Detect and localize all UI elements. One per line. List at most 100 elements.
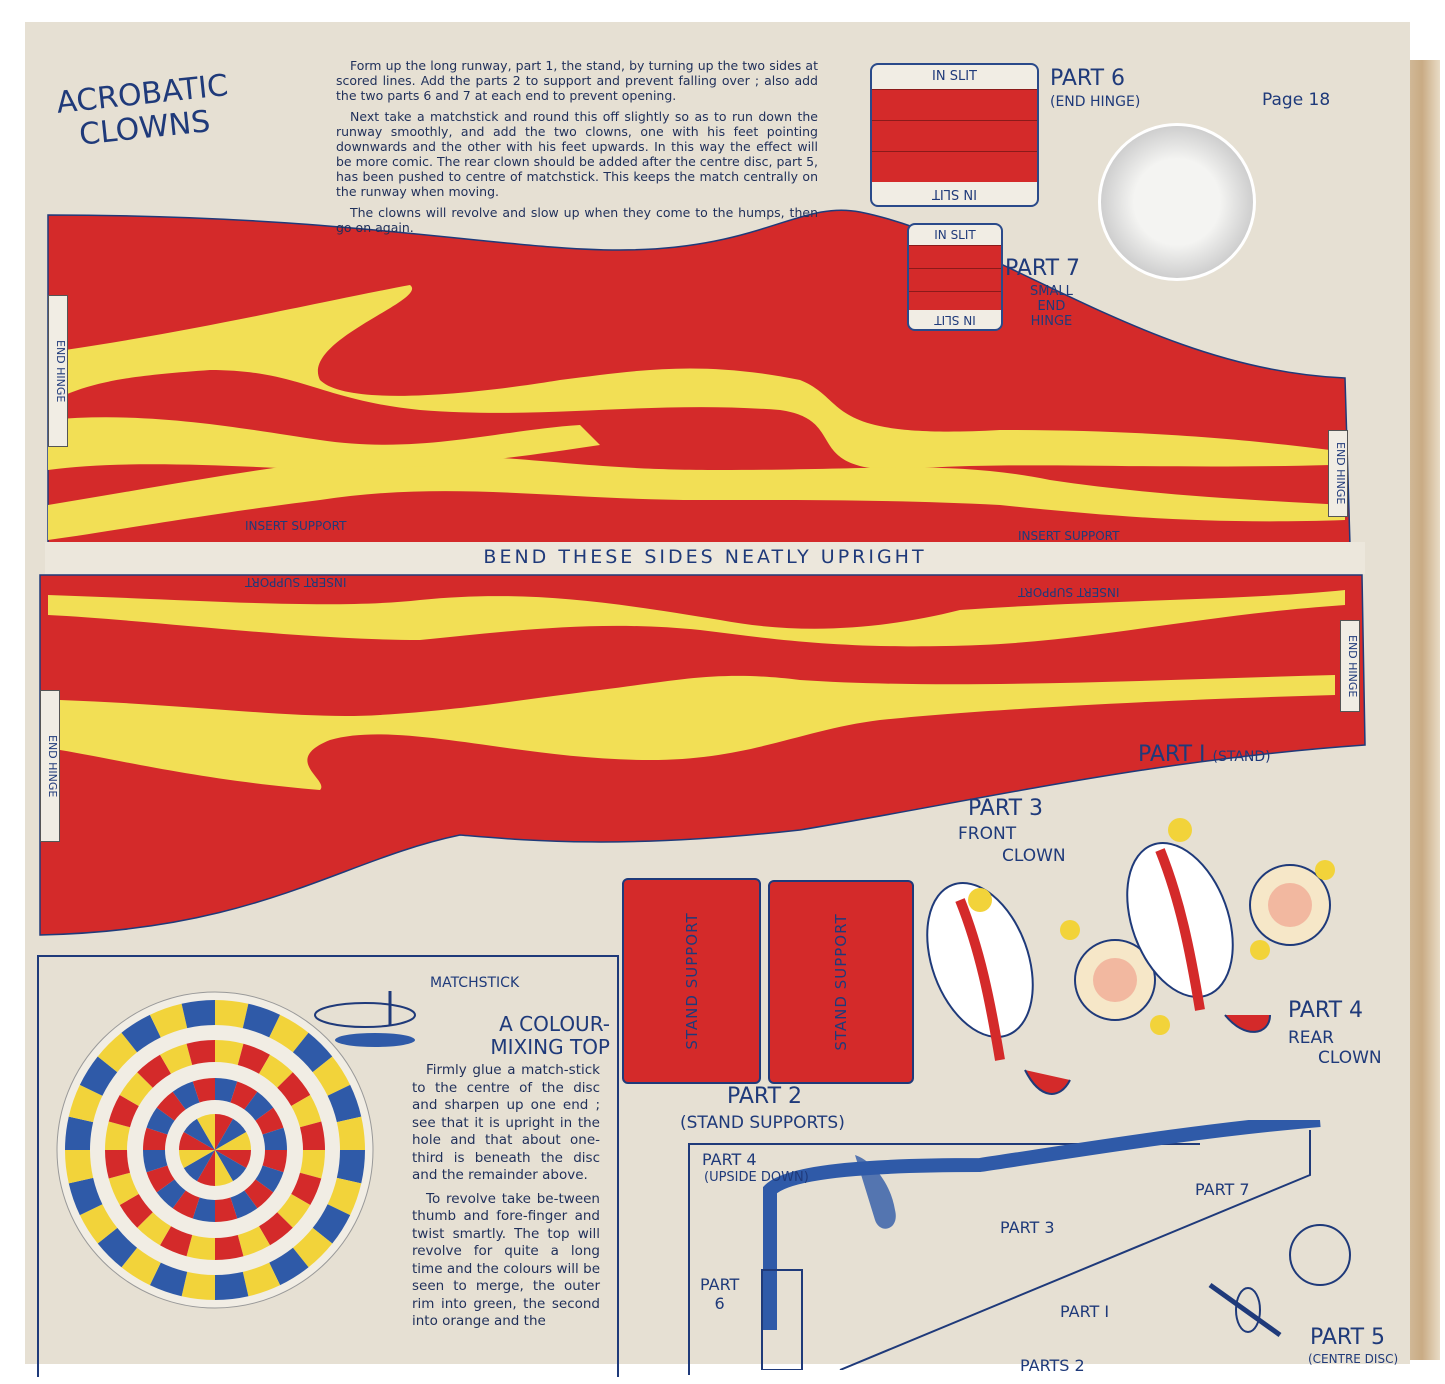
disc-segment — [105, 1121, 130, 1150]
disc-segment — [105, 1150, 130, 1179]
disc-segment — [277, 1194, 311, 1228]
slit-label: IN SLIT — [932, 69, 977, 84]
disc-segment — [119, 1072, 153, 1106]
part6-end-hinge: IN SLIT IN SLIT — [870, 63, 1039, 207]
disc-segment — [146, 1165, 175, 1193]
die-cut-hole — [1098, 123, 1256, 281]
top-instructions: Firmly glue a match-stick to the centre … — [412, 1062, 600, 1337]
part1-label: PART I — [1138, 742, 1206, 767]
disc-segment — [244, 1179, 274, 1209]
diagram-label-part4-sub: (UPSIDE DOWN) — [704, 1170, 809, 1185]
disc-segment — [149, 1262, 188, 1297]
part7-sub-line: END — [1037, 299, 1066, 314]
end-hinge-tab: END HINGE — [1340, 620, 1360, 712]
disc-segment — [215, 1197, 238, 1222]
diagram-label-part4: PART 4 — [702, 1150, 757, 1169]
diagram-label-part7: PART 7 — [1195, 1180, 1250, 1199]
disc-segment — [68, 1084, 103, 1123]
disc-segment — [143, 1127, 168, 1150]
yellow-stripe — [48, 454, 1345, 540]
disc-segment — [143, 1150, 168, 1173]
stand-support-label: STAND SUPPORT — [832, 913, 850, 1051]
yellow-stripe — [65, 285, 1330, 470]
disc-segment — [230, 1190, 258, 1219]
disc-segment — [300, 1121, 325, 1150]
part3-title: PART 3 — [968, 796, 1044, 821]
stand-support-piece: STAND SUPPORT — [622, 878, 761, 1084]
instructions: Form up the long runway, part 1, the sta… — [336, 58, 818, 241]
disc-segment — [312, 1204, 351, 1244]
part2-title: PART 2 — [727, 1084, 803, 1109]
insert-support-label: INSERT SUPPORT — [1018, 529, 1120, 543]
red-band — [909, 245, 1001, 268]
disc-segment — [179, 1132, 215, 1150]
part3-sub: FRONT — [958, 824, 1017, 844]
disc-segment — [137, 1054, 171, 1088]
page-number: Page 18 — [1262, 90, 1331, 110]
disc-segment — [215, 1040, 244, 1065]
insert-support-label: INSERT SUPPORT — [245, 519, 347, 533]
disc-segment — [269, 1247, 309, 1286]
disc-segment — [119, 1194, 153, 1228]
diagram-label-part6: PART 6 — [700, 1275, 739, 1313]
disc-segment — [292, 1227, 333, 1268]
disc-segment — [192, 1197, 215, 1222]
assembly-diagram-frame — [688, 1143, 1200, 1375]
disc-segment — [269, 1014, 309, 1053]
disc-segment — [156, 1179, 186, 1209]
disc-segment — [291, 1172, 322, 1205]
disc-segment — [292, 1032, 333, 1073]
disc-segment — [186, 1235, 215, 1260]
disc-segment — [160, 1226, 193, 1257]
disc-segment — [237, 1043, 270, 1074]
disc-segment — [172, 1081, 200, 1110]
disc-segment — [300, 1150, 325, 1179]
disc-segment — [146, 1107, 175, 1135]
red-band — [872, 120, 1037, 151]
runway-sketch — [763, 1120, 1321, 1330]
disc-segment — [179, 1150, 215, 1168]
diagram-label-part5-sub: (CENTRE DISC) — [1308, 1352, 1399, 1366]
disc-segment — [242, 1262, 281, 1297]
yellow-stripe — [48, 590, 1345, 647]
disc-segment — [172, 1190, 200, 1219]
yellow-flame-stripes — [48, 285, 1345, 790]
disc-segment — [121, 1014, 161, 1053]
stand-support-label: STAND SUPPORT — [682, 912, 701, 1050]
diagram-label-part1: PART I — [1060, 1302, 1110, 1321]
disc-segment — [327, 1084, 362, 1123]
disc-segment — [259, 1212, 293, 1246]
disc-segment — [79, 1204, 118, 1244]
disc-segment — [108, 1095, 139, 1128]
disc-segment — [237, 1226, 270, 1257]
red-band — [872, 89, 1037, 120]
stand-support-piece: STAND SUPPORT — [768, 880, 914, 1084]
red-band — [909, 268, 1001, 291]
disc-segment — [137, 1212, 171, 1246]
disc-segment — [197, 1150, 215, 1186]
part6-subtitle: (END HINGE) — [1050, 94, 1141, 110]
diagram-label-part3: PART 3 — [1000, 1218, 1055, 1237]
instruction-paragraph: The clowns will revolve and slow up when… — [336, 205, 818, 235]
part1-subtitle: (STAND) — [1212, 749, 1271, 765]
disc-segment — [192, 1078, 215, 1103]
instruction-paragraph: Form up the long runway, part 1, the sta… — [336, 58, 818, 103]
runway-edge — [839, 1130, 1311, 1370]
top-heading-line: A COLOUR- — [499, 1012, 610, 1036]
part7-subtitle: SMALL END HINGE — [1030, 284, 1073, 329]
matchstick-label: MATCHSTICK — [430, 975, 520, 991]
disc-segment — [97, 1032, 138, 1073]
end-hinge-tab: END HINGE — [40, 690, 60, 842]
disc-segment — [215, 1235, 244, 1260]
disc-segment — [149, 1003, 188, 1038]
disc-segment — [215, 1078, 238, 1103]
disc-segment — [255, 1165, 284, 1193]
disc-segment — [215, 1114, 233, 1150]
disc-segment — [197, 1114, 215, 1150]
part1-title: PART I (STAND) — [1138, 742, 1271, 767]
part4-sub: REAR — [1288, 1028, 1334, 1048]
yellow-stripe — [60, 675, 1335, 790]
top-paragraph: Firmly glue a match-stick to the centre … — [412, 1062, 600, 1183]
disc-segment — [262, 1150, 287, 1173]
disc-segment — [121, 1247, 161, 1286]
